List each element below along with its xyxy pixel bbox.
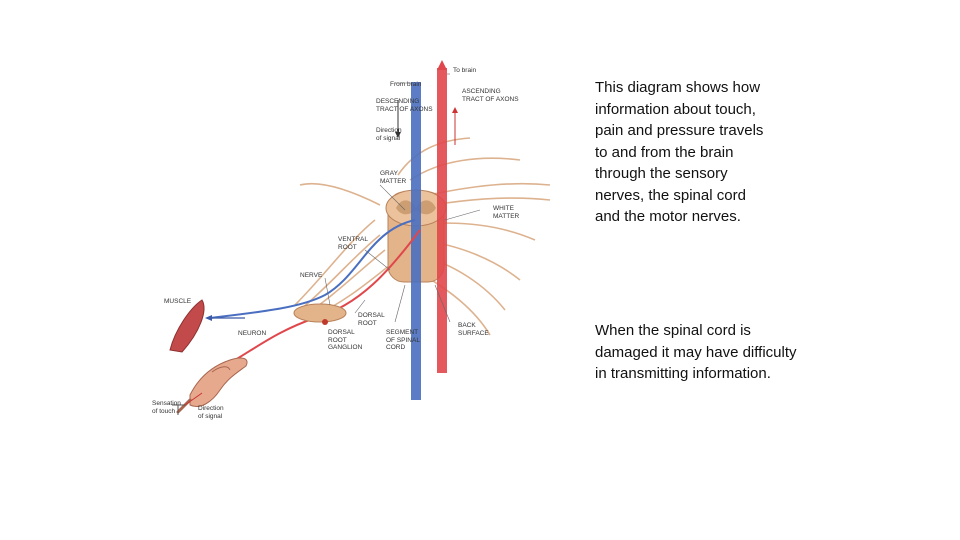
descending-tract xyxy=(411,82,421,400)
ascending-tract xyxy=(437,68,447,373)
motor-signal-arrow-head xyxy=(205,315,212,321)
dorsal-root-ganglion xyxy=(293,303,347,323)
label-direction-of-signal-bottom: Direction of signal xyxy=(198,405,224,420)
paragraph-line: pain and pressure travels xyxy=(595,122,764,139)
ascending-arrow xyxy=(437,60,447,70)
paragraph-line: This diagram shows how xyxy=(595,79,761,96)
label-muscle: Muscle xyxy=(164,298,192,305)
paragraph-line: to and from the brain xyxy=(595,143,734,161)
paragraph-line: and the motor nerves. xyxy=(595,208,741,225)
paragraph-line: in transmitting information. xyxy=(595,365,771,382)
label-ascending-tract: Ascending tract of axons xyxy=(462,88,519,103)
paragraph-line: information about touch, xyxy=(595,100,756,118)
muscle xyxy=(169,299,205,353)
label-nerve: Nerve xyxy=(300,272,323,279)
sensory-signal-arrow xyxy=(184,392,203,406)
paragraph-line: through the sensory xyxy=(595,165,728,182)
label-white-matter: White matter xyxy=(493,205,520,220)
label-ventral-root: Ventral root xyxy=(338,236,368,251)
touch-point xyxy=(172,404,185,415)
ganglion-cell xyxy=(322,319,328,325)
description-paragraph: This diagram shows how information about… xyxy=(595,77,835,228)
label-back-surface: Back surface xyxy=(458,322,489,337)
hand xyxy=(176,357,248,414)
signal-arrow-up-head xyxy=(452,107,458,113)
label-from-brain: From brain xyxy=(390,81,422,88)
label-dorsal-root: Dorsal root xyxy=(358,312,385,327)
leader-lines xyxy=(324,73,481,323)
label-gray-matter: Gray matter xyxy=(380,170,407,185)
label-descending-tract: Descending tract of axons xyxy=(376,98,433,113)
label-to-brain: To brain xyxy=(453,67,477,74)
spinal-cord-diagram: To brain From brain Ascending tract of a… xyxy=(150,60,570,430)
damage-paragraph: When the spinal cord is damaged it may h… xyxy=(595,320,835,385)
paragraph-line: nerves, the spinal cord xyxy=(595,186,746,204)
paragraph-line: When the spinal cord is xyxy=(595,322,751,339)
label-neuron: Neuron xyxy=(238,330,267,337)
spinal-cord-illustration xyxy=(169,60,551,415)
signal-arrow-down-head xyxy=(395,132,401,138)
label-sensation-of-touch: Sensation of touch xyxy=(152,400,181,415)
paragraph-line: damaged it may have difficulty xyxy=(595,343,797,361)
label-dorsal-root-ganglion: Dorsal root ganglion xyxy=(328,329,363,351)
label-segment-of-spinal-cord: Segment of spinal cord xyxy=(386,329,420,351)
label-direction-of-signal-top: Direction of signal xyxy=(376,127,402,142)
motor-nerve xyxy=(209,219,416,319)
